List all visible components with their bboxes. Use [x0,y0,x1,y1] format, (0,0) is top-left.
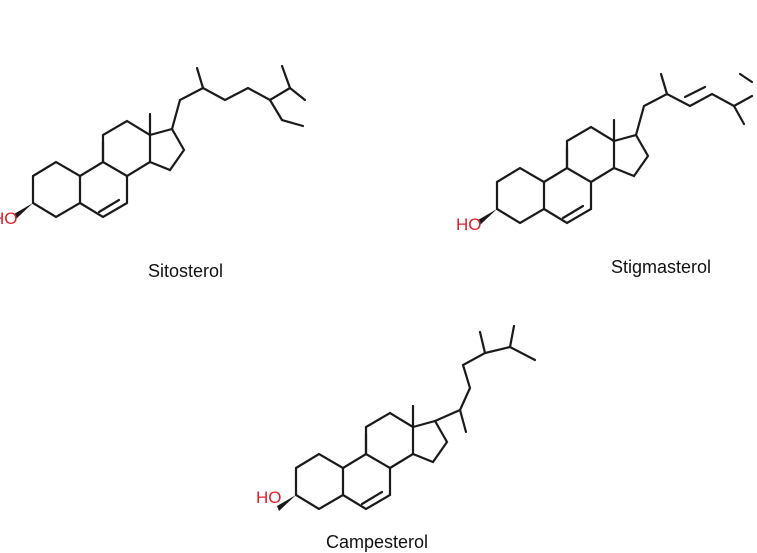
stigmasterol-ethyl [732,104,746,126]
campesterol-ring-d [411,419,449,464]
stigmasterol-side-chain [634,92,754,137]
campesterol-structure: HO Campesterol [256,324,537,552]
stigmasterol-ring-c [565,125,616,184]
sitosterol-side-chain [170,86,292,131]
stigmasterol-double-bond [561,204,585,220]
sitosterol-isopropyl-a [288,86,307,102]
campesterol-isopropyl [508,324,516,349]
sitosterol-ring-c [101,119,152,178]
campesterol-name: Campesterol [326,532,428,552]
sitosterol-oh-wedge [14,203,33,219]
campesterol-oh-wedge [277,495,296,511]
stigmasterol-name: Stigmasterol [611,257,711,277]
campesterol-c21-methyl [458,408,468,434]
stigmasterol-oh-wedge [478,209,497,225]
stigmasterol-ring-d [612,133,650,178]
stigmasterol-isopropyl [738,72,754,84]
sitosterol-ethyl [268,98,305,128]
sitosterol-structure: HO Sitosterol [0,64,307,281]
sitosterol-double-bond [97,198,121,214]
campesterol-ring-c [364,411,415,470]
campesterol-hydroxyl-label: HO [256,488,282,507]
sitosterol-name: Sitosterol [148,261,223,281]
campesterol-double-bond [360,490,384,506]
stigmasterol-ring-b [542,166,593,225]
campesterol-side-chain [433,345,537,423]
stigmasterol-hydroxyl-label: HO [456,215,482,234]
campesterol-c24-methyl [478,330,487,355]
sitosterol-ring-b [78,160,129,219]
campesterol-ring-b [341,452,392,511]
stigmasterol-structure: HO Stigmasterol [456,72,754,277]
sitosterol-c21-methyl [195,66,205,90]
stigmasterol-c21-methyl [659,72,669,96]
stigmasterol-c22-double-bond [683,85,707,99]
sitosterol-hydroxyl-label: HO [0,209,18,228]
sitosterol-ring-d [148,127,186,172]
campesterol-ring-a [294,452,345,511]
stigmasterol-ring-a [495,166,546,225]
sitosterol-ring-a [31,160,82,219]
sitosterol-isopropyl-b [280,64,292,90]
